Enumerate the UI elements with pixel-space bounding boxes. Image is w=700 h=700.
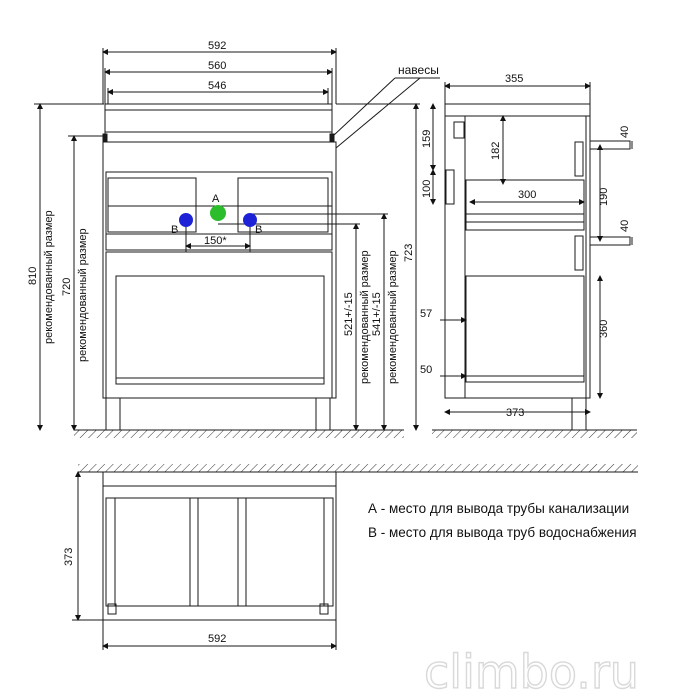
dim-190: 190: [598, 188, 610, 206]
left-shelf-niche: [107, 177, 197, 233]
leg-left: [105, 397, 121, 431]
dim-40-bottom: 40: [619, 220, 631, 232]
mid-panel: [105, 233, 333, 251]
right-shelf-niche: [237, 177, 329, 233]
rec-note-521: рекомендованный размер: [359, 250, 371, 384]
dim-150: 150*: [204, 235, 227, 247]
plan-view: [72, 464, 638, 650]
side-countertop: [444, 103, 591, 117]
dim-300: 300: [518, 189, 536, 201]
label-a: A: [212, 193, 220, 205]
side-body: [444, 115, 591, 399]
dim-541: 541+/-15: [371, 292, 383, 336]
side-labels: 355 373 159 100 182 300 40 190 40 360 57…: [420, 73, 631, 419]
dim-373-plan: 373: [63, 548, 75, 566]
drawer-front: [115, 275, 325, 385]
water-pipe-b-left: [179, 213, 193, 227]
side-handle-bottom: [574, 235, 584, 271]
worktop-edge: [104, 131, 333, 143]
dim-360: 360: [598, 320, 610, 338]
dim-560: 560: [208, 60, 226, 72]
side-upper-shelf: [465, 179, 585, 231]
sewer-pipe-a: [210, 205, 226, 221]
hinges-label: навесы: [398, 63, 439, 77]
left-vertical-labels: 810 рекомендованный размер 720 рекомендо…: [27, 210, 415, 384]
label-b-right: B: [255, 224, 262, 236]
water-pipe-b-right: [243, 213, 257, 227]
dim-100: 100: [421, 180, 433, 198]
dim-57: 57: [420, 308, 432, 320]
dim-159: 159: [421, 130, 433, 148]
dim-810: 810: [27, 267, 39, 285]
cabinet-body: [102, 141, 337, 399]
legend-b: В - место для вывода труб водоснабжения: [368, 525, 637, 540]
rec-note-810: рекомендованный размер: [43, 210, 55, 344]
dim-546: 546: [208, 80, 226, 92]
dim-521: 521+/-15: [343, 292, 355, 336]
dim-723: 723: [403, 244, 415, 262]
legend-a: А - место для вывода трубы канализации: [368, 501, 629, 516]
rec-note-541: рекомендованный размер: [387, 250, 399, 384]
label-b-left: B: [171, 224, 178, 236]
dim-40-top: 40: [619, 126, 631, 138]
front-view: [34, 48, 440, 438]
plan-outline: [102, 471, 337, 621]
dim-592-front: 592: [208, 40, 226, 52]
leg-right: [315, 397, 331, 431]
side-drawer: [465, 275, 585, 383]
side-pipe-bottom: [589, 236, 631, 246]
dim-373-side: 373: [506, 407, 524, 419]
side-leg: [571, 397, 587, 431]
side-view: [430, 82, 637, 438]
dim-592-plan: 592: [208, 633, 226, 645]
dim-182: 182: [490, 142, 502, 160]
side-pipe-top: [589, 140, 631, 150]
watermark: climbo.ru: [424, 645, 639, 699]
countertop: [104, 103, 333, 133]
floor-hatch: [74, 430, 404, 438]
side-handle-top: [574, 141, 584, 177]
dim-50: 50: [420, 364, 432, 376]
dim-720: 720: [61, 278, 73, 296]
dim-355: 355: [505, 73, 523, 85]
rec-note-720: рекомендованный размер: [77, 228, 89, 362]
